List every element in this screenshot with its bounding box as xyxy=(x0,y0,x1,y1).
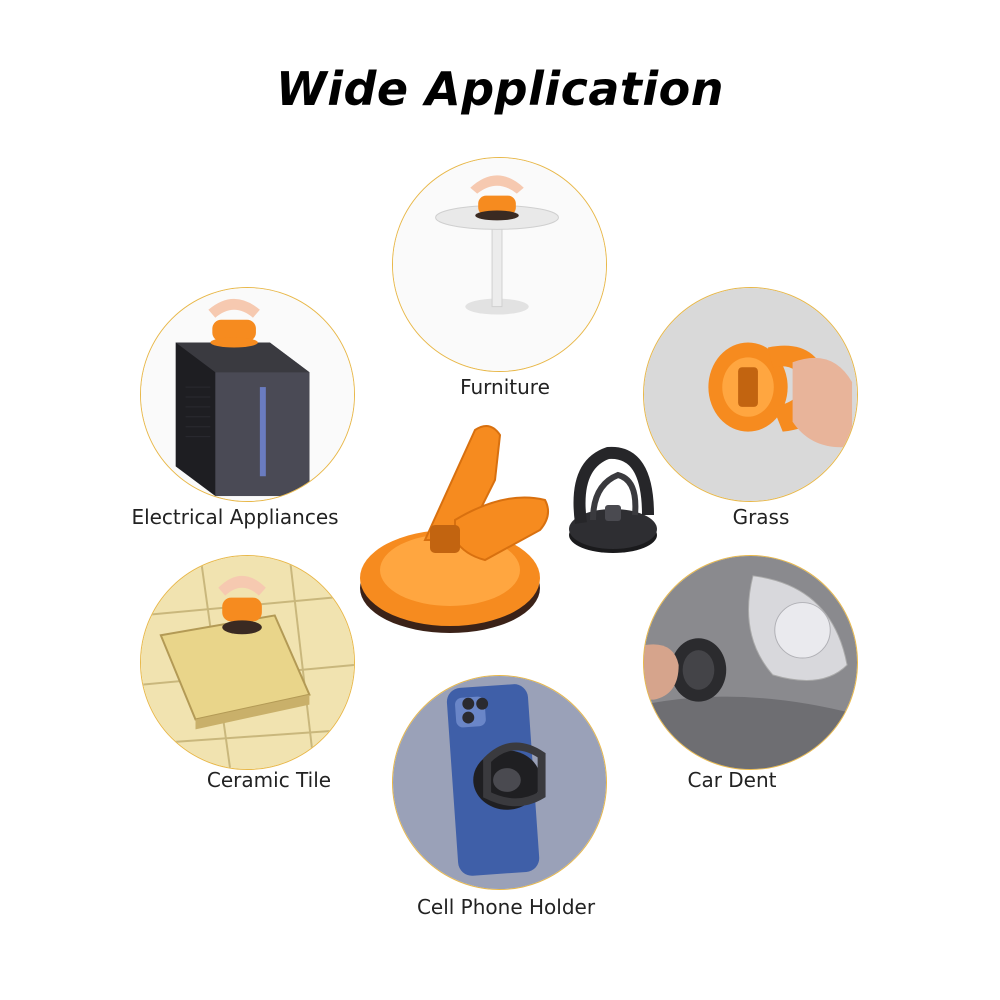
ceramic-tile-scene-icon xyxy=(141,556,354,769)
orange-suction-cup-icon xyxy=(360,425,550,633)
car-dent-scene-icon xyxy=(644,556,857,769)
label-grass: Grass xyxy=(732,505,790,529)
black-suction-cup-icon xyxy=(569,446,657,553)
label-cell-phone-holder: Cell Phone Holder xyxy=(416,895,596,919)
label-ceramic-tile: Ceramic Tile xyxy=(206,768,332,792)
label-furniture: Furniture xyxy=(460,375,550,399)
cell-phone-scene-icon xyxy=(393,676,606,889)
label-car-dent: Car Dent xyxy=(687,768,777,792)
cell-phone-holder-scene xyxy=(392,675,607,890)
grass-scene xyxy=(643,287,858,502)
table-scene-icon xyxy=(393,158,606,371)
electrical-appliances-scene xyxy=(140,287,355,502)
ceramic-tile-scene xyxy=(140,555,355,770)
car-dent-scene xyxy=(643,555,858,770)
page-title: Wide Application xyxy=(275,62,725,116)
computer-case-scene-icon xyxy=(141,288,354,501)
furniture-scene xyxy=(392,157,607,372)
glass-wall-scene-icon xyxy=(644,288,857,501)
label-electrical-appliances: Electrical Appliances xyxy=(131,505,339,529)
